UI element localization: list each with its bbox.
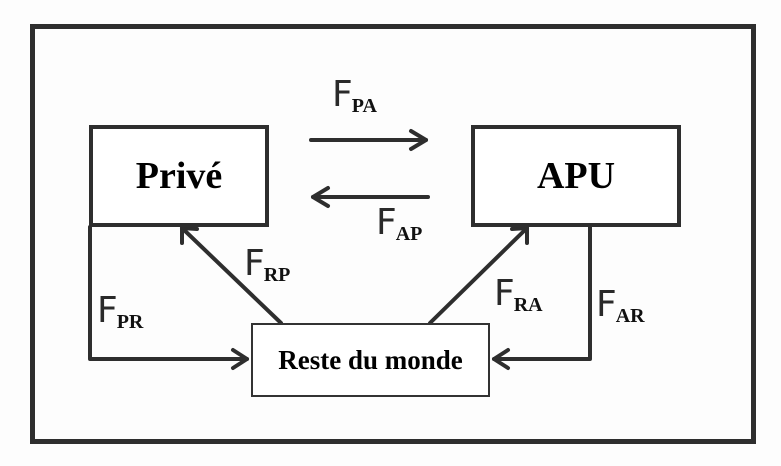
- node-prive: Privé: [89, 125, 269, 227]
- flow-label-far: FAR: [596, 284, 645, 327]
- arrow-fra: [428, 226, 529, 325]
- node-reste-du-monde: Reste du monde: [251, 323, 490, 397]
- arrow-far: [492, 225, 592, 370]
- flow-label-fpr: FPR: [97, 290, 144, 333]
- flow-label-fpa: FPA: [332, 74, 377, 117]
- arrow-frp: [180, 226, 283, 325]
- flow-label-fap: FAP: [376, 202, 423, 245]
- outer-frame: [30, 24, 756, 444]
- arrow-fap: [311, 186, 430, 208]
- node-prive-label: Privé: [135, 155, 223, 197]
- flow-label-fra: FRA: [494, 273, 543, 316]
- arrow-fpr: [88, 225, 249, 370]
- flow-label-frp: FRP: [244, 243, 291, 286]
- node-apu-label: APU: [536, 155, 616, 197]
- node-reste-du-monde-label: Reste du monde: [278, 344, 463, 375]
- node-apu: APU: [471, 125, 681, 227]
- arrow-fpa: [309, 129, 428, 151]
